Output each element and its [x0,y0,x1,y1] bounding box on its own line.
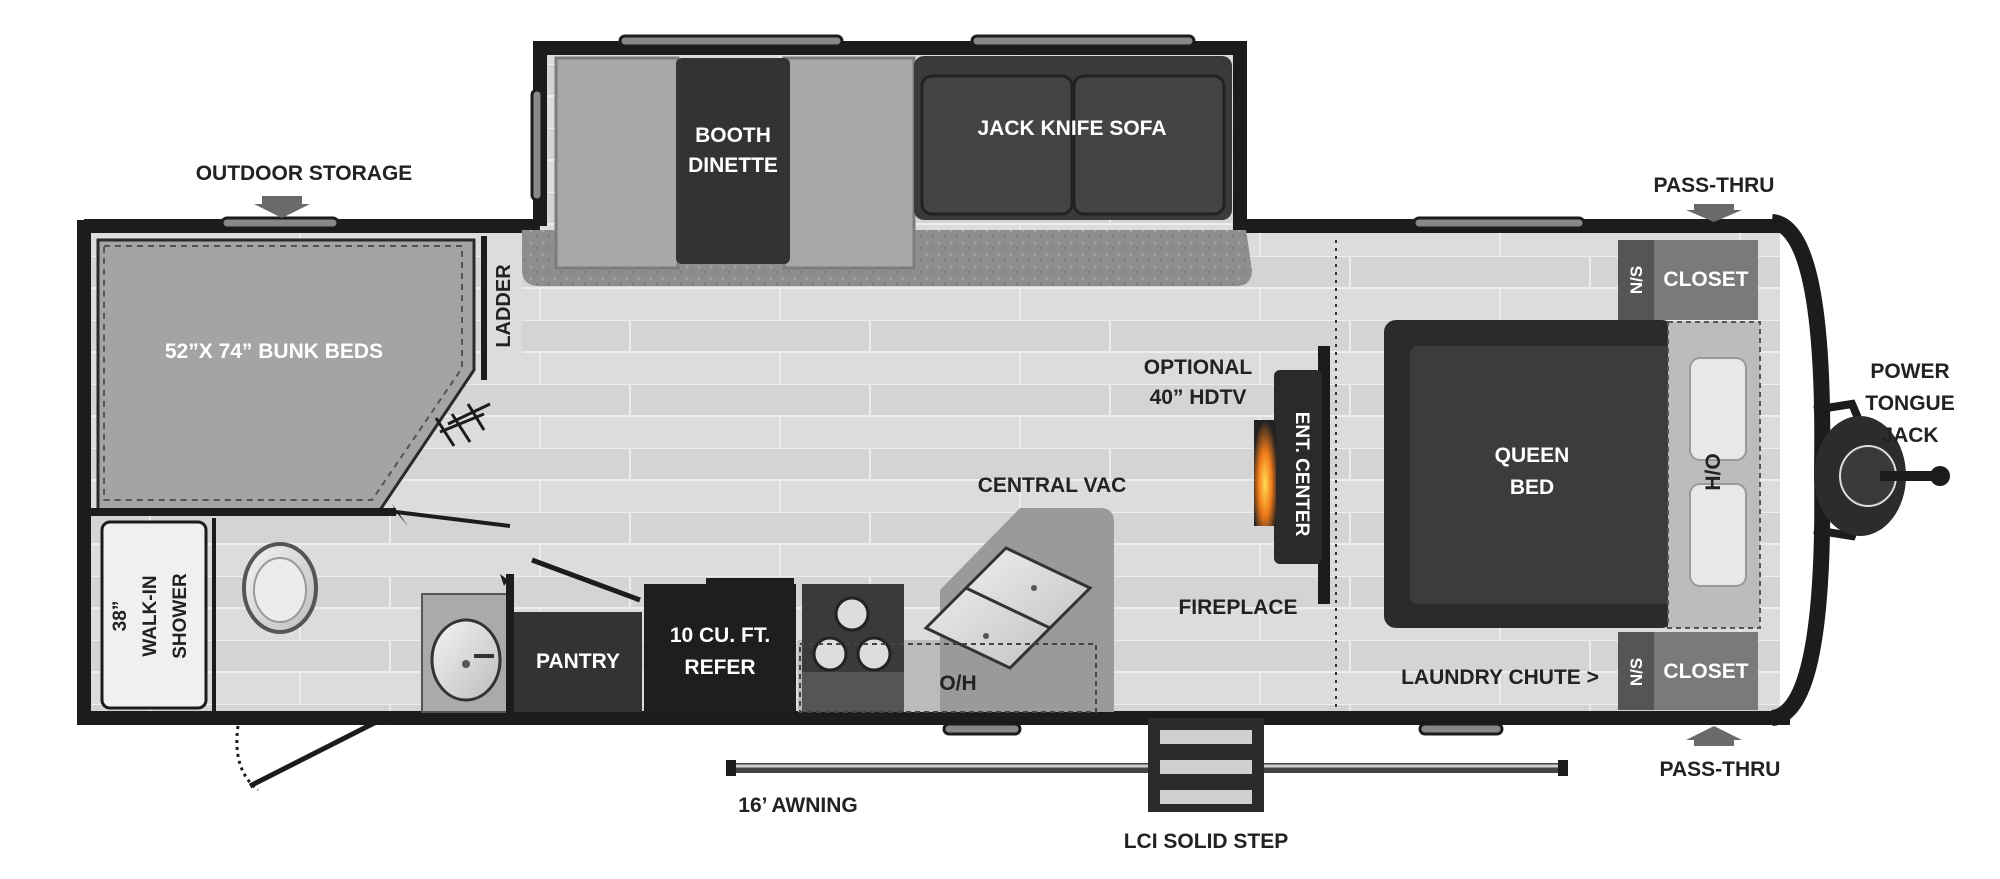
toilet-bowl [253,557,307,623]
step-tread [1160,760,1252,774]
door-hinge [392,504,408,526]
booth-bench-left [554,56,680,270]
fireplace [1254,420,1276,526]
ent-center-label: ENT. CENTER [1291,412,1312,537]
ladder [484,236,522,354]
tongue-jack-label: POWER [1870,360,1949,383]
step-tread [1160,790,1252,804]
closet-top [1654,240,1758,320]
window [220,216,340,230]
shower-label: SHOWER [170,573,191,659]
window [1412,216,1586,230]
refrigerator [644,584,796,712]
window [1418,722,1504,736]
stove-burner [812,636,848,672]
lci-solid-step-label: LCI SOLID STEP [1124,830,1289,853]
entry-door-swing [235,725,259,792]
booth-dinette-label: DINETTE [688,154,778,177]
ladder-rungs [434,402,491,447]
pillow [1689,483,1747,587]
entry-door [248,715,386,789]
shower-label: WALK-IN [140,575,161,656]
awning-end [1558,760,1568,776]
hdtv-label: OPTIONAL [1144,356,1253,379]
stove-burner [834,596,870,632]
hdtv-label: 40” HDTV [1150,386,1247,409]
entertainment-center [1274,370,1322,564]
booth-dinette-label: BOOTH [695,124,771,147]
pillow [1689,357,1747,461]
awning-label: 16’ AWNING [738,794,857,817]
sink-drain [1031,585,1037,591]
laundry-chute-label: LAUNDRY CHUTE > [1401,666,1599,689]
window [970,34,1196,48]
window [618,34,844,48]
ho-label: H/O [1702,453,1725,490]
ns-top-label: N/S [1627,266,1646,294]
closet-bottom [1654,632,1758,710]
closet-bottom-label: CLOSET [1663,660,1748,683]
bath-door [395,510,511,528]
shower-label: 38” [110,601,131,632]
booth-bench-right [782,56,916,270]
bunk-beds-outline [103,245,463,501]
queen-mattress [1410,346,1674,604]
ho-cabinet [1667,321,1761,629]
queen-bed-label: QUEEN [1495,444,1570,467]
pass-thru-top-arrow [1686,204,1742,222]
nightstand-top [1618,240,1654,320]
central-vac-label: CENTRAL VAC [978,474,1127,497]
closet-top-label: CLOSET [1663,268,1748,291]
ladder-label: LADDER [493,264,515,348]
oh-label: O/H [939,672,976,695]
tongue-jack-label: TONGUE [1865,392,1954,415]
pass-thru-top-label: PASS-THRU [1654,174,1775,197]
walk-in-shower [100,520,208,710]
outdoor-storage-label: OUTDOOR STORAGE [196,162,413,185]
stove-burner [856,636,892,672]
refer-label: 10 CU. FT. [670,624,770,647]
refer-label: REFER [684,656,755,679]
pantry [514,612,642,712]
pass-thru-bottom-arrow [1686,726,1742,746]
outdoor-storage-arrow [254,196,310,218]
pantry-label: PANTRY [536,650,620,673]
jack-knife-sofa-label: JACK KNIFE SOFA [977,117,1166,140]
pantry-wall [531,557,641,603]
window [942,722,1022,736]
ns-bottom-label: N/S [1627,658,1646,686]
nightstand-bottom [1618,632,1654,710]
bath-drain [462,660,470,668]
step-tread [1160,730,1252,744]
bunk-beds [96,238,476,512]
coupler-ball [1930,466,1950,486]
refrigerator-top [706,578,794,586]
booth-dinette-table [676,58,790,264]
sofa-cushion [920,74,1074,216]
stove-base [802,672,904,712]
window [530,88,544,202]
pass-thru-bottom-label: PASS-THRU [1660,758,1781,781]
overhead-cabinet [799,643,1097,713]
awning-end [726,760,736,776]
sink-drain [983,633,989,639]
bunk-beds-label: 52”X 74” BUNK BEDS [165,340,383,363]
fireplace-label: FIREPLACE [1178,596,1297,619]
tongue-jack-label: JACK [1881,424,1938,447]
sofa-cushion [1072,74,1226,216]
queen-bed-label: BED [1510,476,1554,499]
kitchen-sink-divider [965,586,1051,630]
